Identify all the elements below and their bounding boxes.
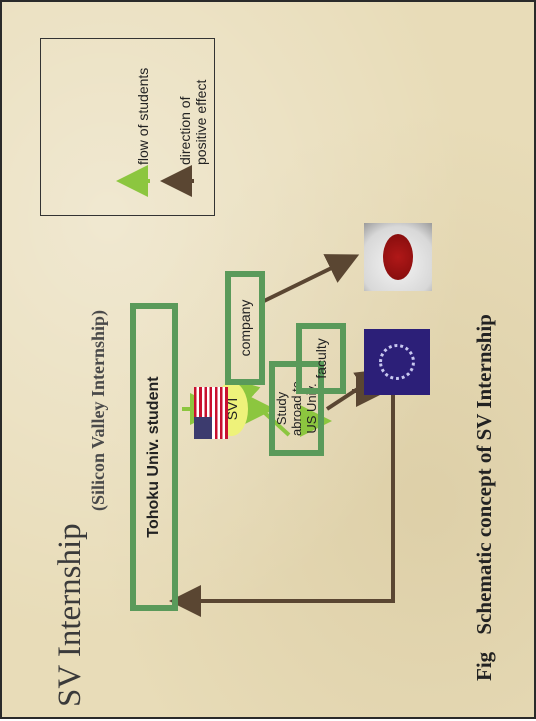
us-university-logo-image — [364, 329, 430, 395]
legend-box: flow of students direction of positive e… — [40, 38, 215, 216]
node-tohoku-student: Tohoku Univ. student — [130, 303, 178, 611]
us-flag — [194, 387, 228, 439]
japan-flag-image — [364, 223, 432, 291]
caption-text: Schematic concept of SV Internship — [472, 314, 496, 635]
figure-caption: Fig Schematic concept of SV Internship — [472, 314, 497, 681]
node-tohoku-label: Tohoku Univ. student — [145, 376, 162, 538]
legend-effect-line2: positive effect — [193, 79, 209, 165]
caption-fig: Fig — [472, 651, 496, 681]
node-faculty-label: faculty — [313, 338, 329, 379]
node-company-label: company — [237, 299, 253, 357]
node-company: company — [225, 271, 265, 385]
legend-flow-label: flow of students — [135, 67, 151, 165]
arrow-company-to-japan — [263, 254, 360, 303]
node-faculty: faculty — [296, 323, 346, 394]
legend-effect-line1: direction of — [177, 96, 193, 165]
